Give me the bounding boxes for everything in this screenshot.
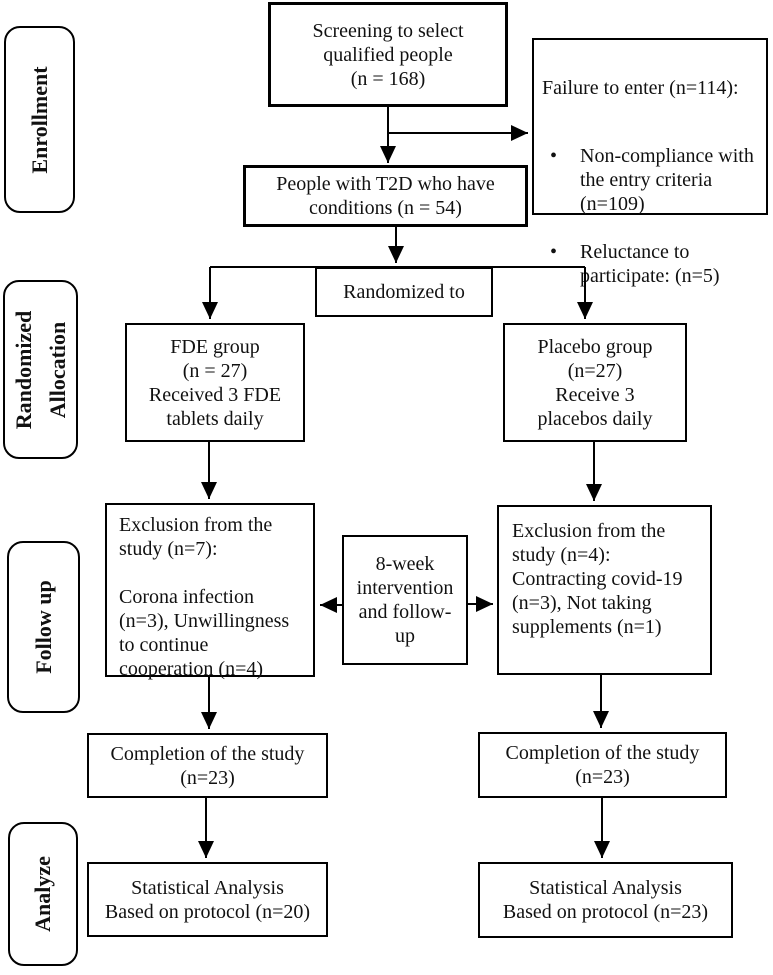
completion-left-box: Completion of the study (n=23) — [87, 733, 328, 798]
failure-bullet-1: • Non-compliance with the entry criteria… — [542, 144, 760, 216]
failure-bullet-2: • Reluctance to participate: (n=5) — [542, 240, 760, 288]
failure-bullet-1-text: Non-compliance with the entry criteria (… — [580, 145, 754, 215]
failure-bullet-2-text: Reluctance to participate: (n=5) — [580, 241, 720, 287]
fde-group-box: FDE group (n = 27) Received 3 FDE tablet… — [125, 323, 305, 442]
analysis-left-box: Statistical Analysis Based on protocol (… — [87, 862, 328, 937]
failure-to-enter-box: Failure to enter (n=114): • Non-complian… — [532, 38, 768, 287]
screening-box: Screening to select qualified people (n … — [268, 2, 508, 107]
stage-label-analyze: Analyze — [8, 822, 78, 966]
exclusion-left-box: Exclusion from the study (n=7): Corona i… — [105, 503, 315, 680]
analysis-right-box: Statistical Analysis Based on protocol (… — [478, 862, 733, 938]
intervention-box: 8-week intervention and follow- up — [342, 535, 468, 665]
bullet-icon: • — [550, 241, 558, 263]
stage-label-follow-up: Follow up — [7, 541, 80, 713]
bullet-icon: • — [550, 145, 558, 167]
stage-label-follow-up-text: Follow up — [30, 580, 56, 674]
stage-label-enrollment: Enrollment — [4, 26, 75, 213]
randomized-to-box: Randomized to — [315, 267, 493, 317]
eligible-t2d-box: People with T2D who have conditions (n =… — [243, 165, 528, 227]
stage-label-enrollment-text: Enrollment — [26, 65, 52, 174]
completion-right-box: Completion of the study (n=23) — [478, 732, 727, 798]
stage-label-randomized-allocation-text: Randomized Allocation — [10, 310, 70, 429]
exclusion-right-box: Exclusion from the study (n=4): Contract… — [497, 505, 712, 675]
stage-label-randomized-allocation: Randomized Allocation — [3, 280, 78, 459]
stage-label-analyze-text: Analyze — [30, 856, 55, 932]
placebo-group-box: Placebo group (n=27) Receive 3 placebos … — [503, 323, 687, 442]
failure-title: Failure to enter (n=114): — [542, 77, 739, 99]
